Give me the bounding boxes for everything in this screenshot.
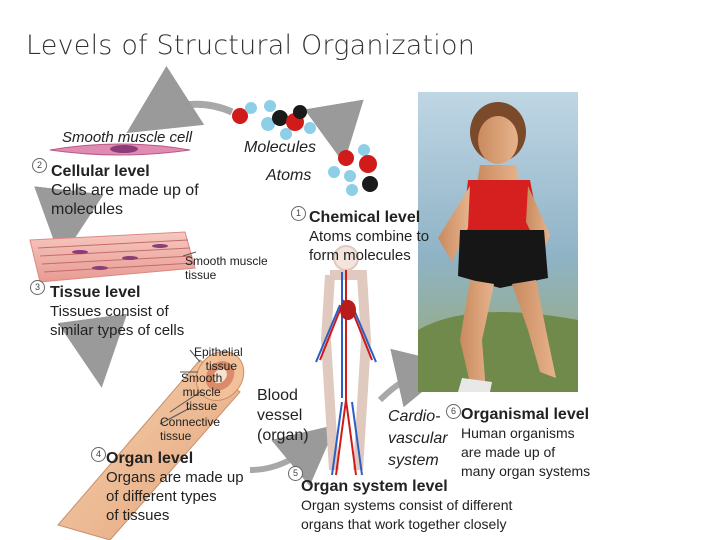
atoms-illustration bbox=[328, 144, 378, 196]
organ-system-level-text-2: organs that work together closely bbox=[301, 516, 507, 532]
organ-level-block: Organ level Organs are made up of differ… bbox=[106, 449, 244, 525]
organismal-level-block: Organismal level Human organisms are mad… bbox=[461, 405, 590, 481]
tissue-level-text-1: Tissues consist of bbox=[50, 303, 169, 320]
blood-vessel-illustration bbox=[57, 351, 245, 540]
level-number-2: 2 bbox=[32, 158, 47, 173]
label-connective-2: tissue bbox=[160, 429, 192, 443]
organ-level-heading: Organ level bbox=[106, 450, 194, 467]
organismal-level-heading: Organismal level bbox=[461, 406, 590, 423]
label-epithelial-1: Epithelial bbox=[194, 345, 243, 359]
organ-system-level-text-1: Organ systems consist of different bbox=[301, 497, 513, 513]
cellular-level-block: Cellular level Cells are made up of mole… bbox=[51, 162, 199, 219]
label-blood-vessel-1: Blood bbox=[257, 387, 298, 404]
arrow-tissue-to-organ bbox=[57, 313, 128, 388]
label-cardio-2: vascular bbox=[388, 430, 448, 447]
chemical-level-text-2: form molecules bbox=[309, 247, 411, 264]
level-number-4: 4 bbox=[91, 447, 106, 462]
label-smooth-2: muscle bbox=[182, 385, 221, 399]
arrow-molecules-to-cell bbox=[126, 65, 234, 134]
organ-level-text-2: of different types bbox=[106, 488, 217, 505]
label-smooth-muscle-layer: Smooth muscle tissue bbox=[181, 371, 222, 413]
organ-level-text-1: Organs are made up bbox=[106, 469, 244, 486]
page-title: Levels of Structural Organization bbox=[26, 30, 476, 61]
level-number-5: 5 bbox=[288, 466, 303, 481]
arrow-atoms-to-molecules bbox=[304, 99, 364, 164]
chemical-level-block: Chemical level Atoms combine to form mol… bbox=[309, 208, 429, 265]
arrow-cell-to-tissue bbox=[34, 186, 104, 260]
label-smooth-muscle-tissue: Smooth muscle tissue bbox=[185, 254, 268, 282]
organismal-level-text-1: Human organisms bbox=[461, 425, 575, 441]
cellular-level-heading: Cellular level bbox=[51, 163, 150, 180]
cellular-level-text-2: molecules bbox=[51, 201, 124, 218]
molecules-illustration bbox=[232, 100, 316, 140]
cellular-level-text-1: Cells are made up of bbox=[51, 182, 199, 199]
organismal-level-text-2: are made up of bbox=[461, 444, 556, 460]
organ-level-text-3: of tissues bbox=[106, 507, 170, 524]
level-number-6: 6 bbox=[446, 404, 461, 419]
label-smooth-muscle-tissue-1: Smooth muscle bbox=[185, 254, 268, 268]
organismal-level-text-3: many organ systems bbox=[461, 463, 591, 479]
label-smooth-muscle-tissue-2: tissue bbox=[185, 268, 217, 282]
label-epithelial-2: tissue bbox=[205, 359, 238, 373]
label-blood-vessel: Blood vessel (organ) bbox=[257, 386, 309, 446]
chemical-level-heading: Chemical level bbox=[309, 209, 421, 226]
smooth-muscle-tissue-illustration bbox=[29, 231, 196, 283]
label-smooth-1: Smooth bbox=[181, 371, 223, 385]
arrow-organ-to-system bbox=[249, 424, 337, 487]
tissue-level-heading: Tissue level bbox=[50, 284, 141, 301]
label-blood-vessel-3: (organ) bbox=[257, 427, 309, 444]
label-molecules: Molecules bbox=[244, 139, 317, 156]
tissue-level-text-2: similar types of cells bbox=[50, 322, 185, 339]
label-connective-tissue: Connective tissue bbox=[160, 415, 220, 443]
label-epithelial-tissue: Epithelial tissue bbox=[194, 345, 243, 373]
organ-system-level-heading: Organ system level bbox=[301, 478, 448, 495]
label-connective-1: Connective bbox=[160, 415, 221, 429]
level-number-3: 3 bbox=[30, 280, 45, 295]
label-smooth-3: tissue bbox=[186, 399, 218, 413]
cardiovascular-system-illustration bbox=[315, 245, 377, 476]
organ-system-level-block: Organ system level Organ systems consist… bbox=[301, 477, 512, 534]
label-cardio-1: Cardio- bbox=[388, 408, 441, 425]
runner-photo bbox=[418, 92, 578, 392]
label-cardiovascular-system: Cardio- vascular system bbox=[388, 406, 448, 472]
level-number-1: 1 bbox=[291, 206, 306, 221]
label-smooth-muscle-cell: Smooth muscle cell bbox=[62, 129, 193, 146]
tissue-level-block: Tissue level Tissues consist of similar … bbox=[50, 283, 184, 340]
label-cardio-3: system bbox=[388, 452, 439, 469]
smooth-muscle-cell-illustration bbox=[49, 143, 191, 156]
label-atoms: Atoms bbox=[266, 167, 312, 184]
chemical-level-text-1: Atoms combine to bbox=[309, 228, 430, 245]
label-blood-vessel-2: vessel bbox=[257, 407, 303, 424]
